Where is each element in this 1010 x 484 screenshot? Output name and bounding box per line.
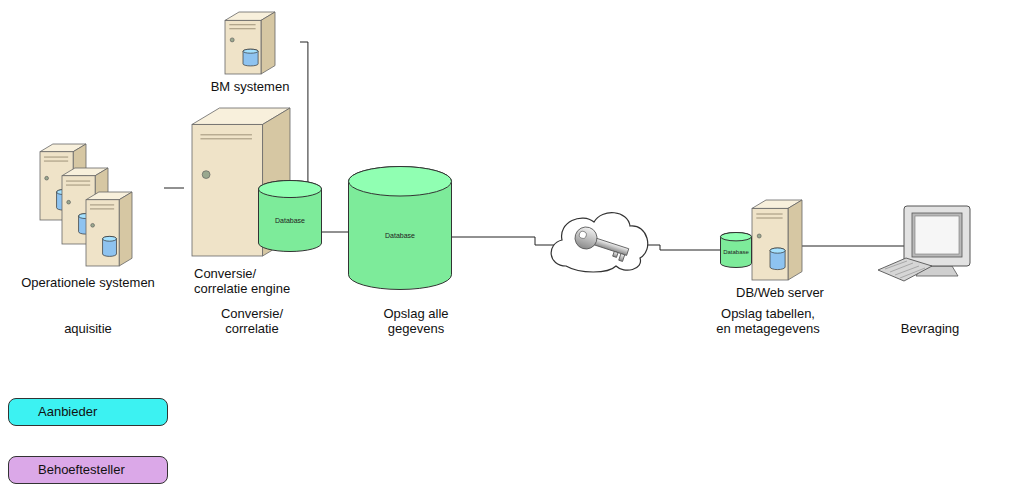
legend-item: Aanbieder bbox=[8, 398, 168, 426]
connector-line bbox=[322, 232, 348, 233]
monitor-symbol bbox=[878, 206, 970, 281]
swimlane-band: Bevraging bbox=[852, 8, 1008, 340]
node-label: Conversie/ correlatie engine bbox=[194, 266, 306, 296]
lane-label: Opslag tabellen, en metagegevens bbox=[712, 306, 824, 336]
database-cylinder: Database bbox=[348, 166, 452, 290]
swimlane-band: Operationele systemen aquisitie bbox=[8, 8, 168, 340]
cylinder-shape bbox=[348, 166, 452, 290]
band-fill bbox=[852, 8, 1008, 340]
node-label: Database bbox=[723, 248, 749, 256]
legend-item: Behoeftesteller bbox=[8, 456, 168, 484]
swimlane-band: DB/Web server DatabaseOpslag tabellen, en… bbox=[688, 8, 848, 340]
legend-label: Behoeftesteller bbox=[8, 456, 168, 484]
swimlane-band: BM systemenConversie/ correlatie engine D… bbox=[172, 8, 332, 340]
secure-cloud bbox=[551, 213, 648, 272]
server-node: BM systemen bbox=[200, 10, 300, 94]
node-label: DB/Web server bbox=[736, 285, 824, 300]
lane-label: Conversie/ correlatie bbox=[196, 306, 308, 336]
cylinder-shape bbox=[258, 180, 322, 252]
client-wire bbox=[802, 246, 906, 247]
legend-label: Aanbieder bbox=[8, 398, 168, 426]
lane-label: Opslag alle gegevens bbox=[360, 306, 472, 336]
key-symbol bbox=[572, 224, 631, 262]
connector-line bbox=[164, 188, 184, 189]
node-label: Database bbox=[275, 216, 305, 225]
node-label: Operationele systemen bbox=[21, 275, 155, 290]
server-node: Operationele systemen bbox=[12, 140, 164, 290]
server-icon bbox=[12, 140, 164, 290]
lane-label: aquisitie bbox=[64, 321, 112, 336]
database-cylinder: Database bbox=[720, 232, 752, 268]
connector-line bbox=[300, 42, 308, 182]
swimlane-band: DatabaseOpslag alle gegevens bbox=[336, 8, 496, 340]
node-label: BM systemen bbox=[211, 79, 290, 94]
node-label: Database bbox=[385, 231, 415, 240]
database-cylinder: Database bbox=[258, 180, 322, 252]
lane-label: Bevraging bbox=[901, 321, 960, 336]
